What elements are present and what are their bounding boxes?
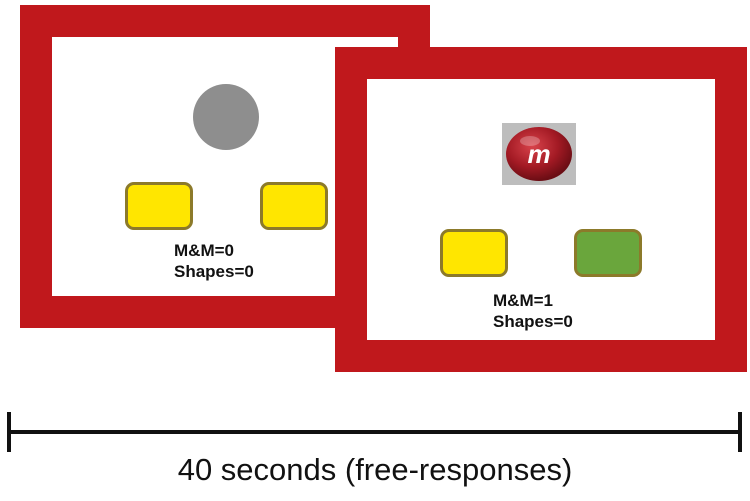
mm-candy-icon: m xyxy=(506,127,572,181)
right-response-key[interactable] xyxy=(260,182,328,230)
left-response-key[interactable] xyxy=(125,182,193,230)
left-response-key[interactable] xyxy=(440,229,508,277)
mm-counter: M&M=0 xyxy=(174,241,234,260)
duration-label: 40 seconds (free-responses) xyxy=(177,452,573,487)
candy-letter: m xyxy=(527,139,550,169)
mm-counter: M&M=1 xyxy=(493,291,553,310)
shapes-counter: Shapes=0 xyxy=(493,312,573,331)
mm-candy-stimulus: m xyxy=(502,123,576,185)
grey-circle-stimulus xyxy=(193,84,259,150)
shapes-counter: Shapes=0 xyxy=(174,262,254,281)
trial-screen-2: m M&M=1 Shapes=0 xyxy=(335,47,747,372)
right-response-key[interactable] xyxy=(574,229,642,277)
